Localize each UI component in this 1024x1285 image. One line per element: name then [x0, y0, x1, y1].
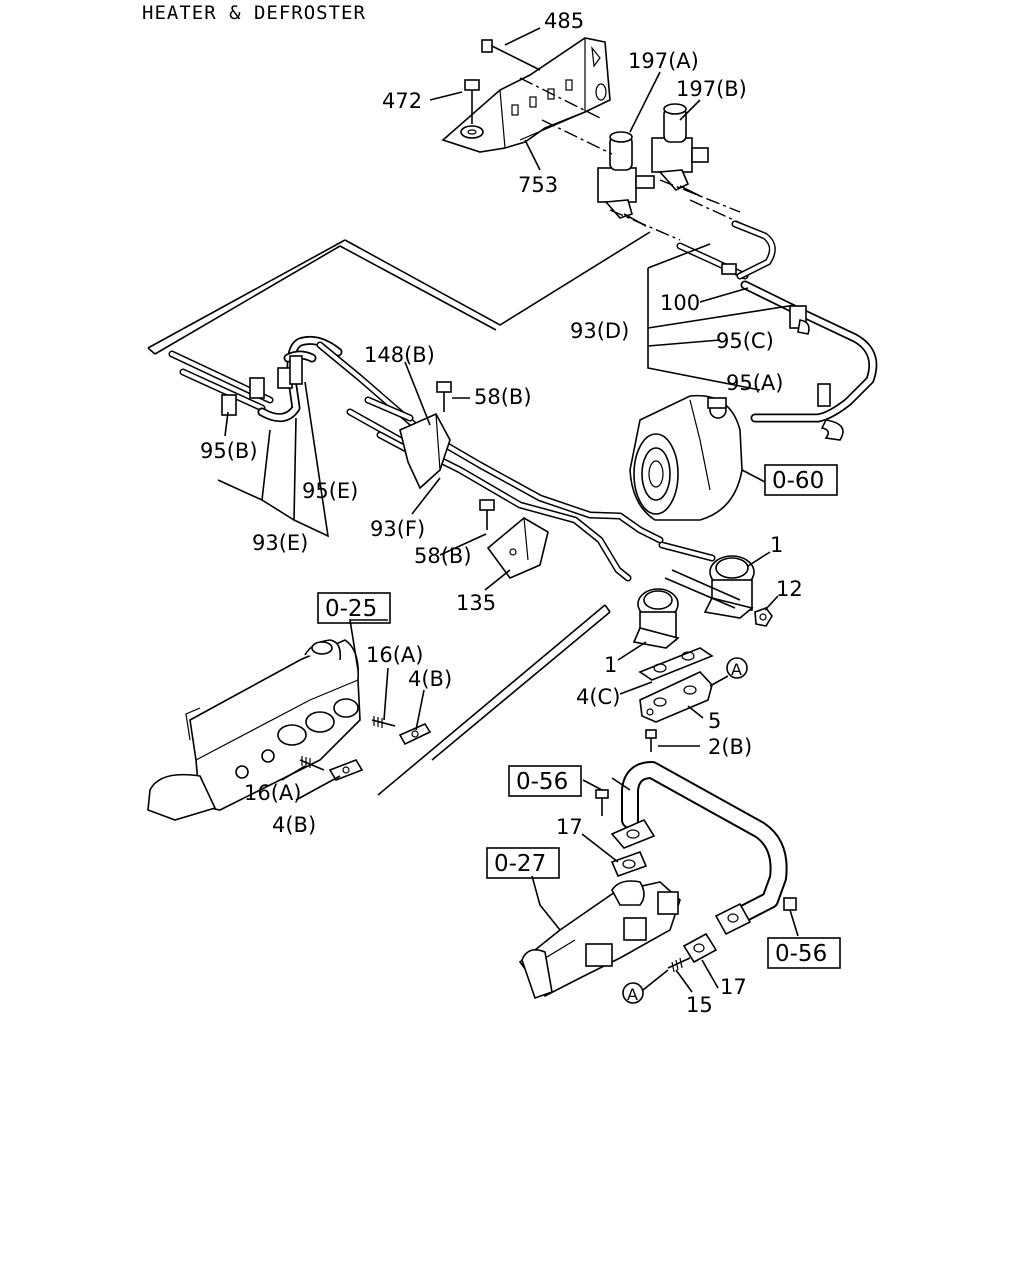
label-5: 5: [708, 709, 721, 733]
label-1-top: 1: [770, 533, 783, 557]
label-197b: 197(B): [676, 77, 747, 101]
bolt-017-top: [595, 789, 609, 816]
label-4c: 4(C): [576, 685, 620, 709]
egr-pipe: [610, 761, 788, 936]
bracket-148b: [399, 412, 451, 490]
svg-text:A: A: [627, 985, 638, 1004]
solenoid-valve-197a: [597, 131, 655, 227]
ref-box-0-25: 0-25: [317, 592, 391, 624]
label-16a-top: 16(A): [366, 643, 423, 667]
page-title: HEATER & DEFROSTER: [142, 2, 366, 24]
bolt-485: [481, 39, 541, 71]
hoses-left-group: [168, 335, 343, 423]
label-2b: 2(B): [708, 735, 752, 759]
label-485: 485: [544, 9, 584, 33]
label-15: 15: [686, 993, 713, 1017]
gasket-17-bot: [682, 932, 718, 964]
gasket-4b-top: [398, 722, 432, 746]
label-95a: 95(A): [726, 371, 783, 395]
label-4b-bot: 4(B): [272, 813, 316, 837]
ref-box-0-56-bottom: 0-56: [767, 937, 841, 969]
label-58b-top: 58(B): [474, 385, 532, 409]
label-93d: 93(D): [570, 319, 629, 343]
label-16a-bot: 16(A): [244, 781, 301, 805]
stud-15: [667, 957, 691, 973]
label-93f: 93(F): [370, 517, 425, 541]
svg-text:0-56: 0-56: [775, 941, 827, 967]
ref-box-0-27: 0-27: [486, 847, 560, 879]
pipe-148b: [316, 341, 664, 582]
label-12: 12: [776, 577, 803, 601]
label-472: 472: [382, 89, 422, 113]
label-753: 753: [518, 173, 558, 197]
bolt-2b: [645, 729, 657, 752]
solenoid-valve-197b: [651, 103, 709, 197]
marker-a-bottom: A: [622, 982, 644, 1004]
stud-16a-top: [371, 716, 396, 728]
bolt-472: [460, 79, 484, 139]
nut-12: [754, 607, 773, 627]
stud-16a-bot: [299, 756, 325, 771]
gasket-4b-bot: [328, 759, 364, 781]
hose-95c: [740, 280, 878, 441]
label-95e: 95(E): [302, 479, 358, 503]
flange-5: [639, 671, 713, 723]
egr-valve-upper: [658, 541, 755, 619]
egr-valve-lower: [632, 588, 680, 649]
callout-labels: 485 472 753 197(A) 197(B) 100 93(D) 95(C…: [200, 9, 803, 1017]
svg-text:A: A: [731, 660, 742, 679]
ref-box-0-60: 0-60: [764, 464, 838, 496]
label-4b-top: 4(B): [408, 667, 452, 691]
label-95c: 95(C): [716, 329, 774, 353]
gasket-4c: [638, 647, 714, 681]
bolt-0-56-bottom: [783, 897, 797, 911]
exhaust-manifold-left: [147, 639, 361, 821]
svg-text:0-60: 0-60: [772, 468, 824, 494]
bracket-753: [441, 37, 611, 153]
ref-box-0-56-top: 0-56: [508, 765, 582, 797]
bolt-58b-top: [436, 381, 470, 412]
exhaust-manifold-right: [518, 880, 681, 1000]
label-95b: 95(B): [200, 439, 258, 463]
label-197a: 197(A): [628, 49, 699, 73]
label-148b: 148(B): [364, 343, 435, 367]
label-17-top: 17: [556, 815, 583, 839]
leader-lines: [217, 27, 799, 993]
marker-a-top: A: [726, 657, 748, 679]
label-93e: 93(E): [252, 531, 308, 555]
alternator: [629, 394, 766, 521]
label-135: 135: [456, 591, 496, 615]
label-17-bot: 17: [720, 975, 747, 999]
label-100: 100: [660, 291, 700, 315]
svg-text:0-56: 0-56: [516, 769, 568, 795]
bolt-58b-bottom: [479, 499, 495, 530]
svg-text:0-25: 0-25: [325, 596, 377, 622]
bracket-135: [486, 517, 549, 579]
svg-text:0-27: 0-27: [494, 851, 546, 877]
label-1-mid: 1: [604, 653, 617, 677]
label-58b-bot: 58(B): [414, 544, 472, 568]
gasket-17-top: [610, 850, 648, 878]
